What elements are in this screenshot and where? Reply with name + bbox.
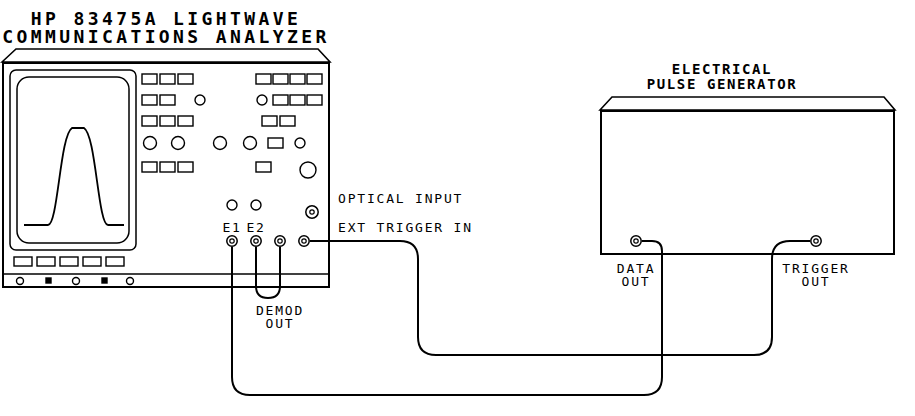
jack-symbol [250, 235, 262, 247]
port-connector: OPTICAL INPUT [305, 205, 319, 219]
analyzer-body [2, 49, 330, 274]
jack-symbol [274, 235, 286, 247]
port-connector: DEMOD OUT [274, 235, 286, 247]
cable [310, 241, 810, 355]
analyzer-screen [10, 70, 136, 250]
port-label: E2 [246, 221, 265, 234]
instrument-box: HP 83475A LIGHTWAVE COMMUNICATIONS ANALY… [2, 62, 330, 288]
analyzer-feet [17, 278, 134, 285]
jack-symbol [226, 235, 238, 247]
port-label: DATA OUT [617, 262, 656, 288]
cable [232, 241, 662, 395]
jack-symbol [305, 205, 319, 219]
cable [256, 247, 280, 298]
instrument-box: ELECTRICAL PULSE GENERATORDATA OUTTRIGGE… [600, 110, 895, 255]
port-connector: EXT TRIGGER IN [298, 235, 310, 247]
port-connector: TRIGGER OUT [810, 235, 822, 247]
port-label: EXT TRIGGER IN [338, 221, 473, 234]
port-label: E1 [222, 221, 241, 234]
front-panel-keys [142, 74, 322, 210]
port-label: TRIGGER OUT [782, 262, 849, 288]
port-connector: E1 [226, 235, 238, 247]
softkeys [14, 257, 124, 266]
jack-symbol [630, 235, 642, 247]
port-label: OPTICAL INPUT [338, 192, 463, 205]
jack-symbol [810, 235, 822, 247]
generator-body [600, 97, 895, 110]
instrument-name: HP 83475A LIGHTWAVE COMMUNICATIONS ANALY… [0, 10, 332, 46]
jack-symbol [298, 235, 310, 247]
port-label: DEMOD OUT [256, 304, 304, 330]
port-connector: E2 [250, 235, 262, 247]
instrument-name: ELECTRICAL PULSE GENERATOR [643, 62, 801, 92]
port-connector: DATA OUT [630, 235, 642, 247]
